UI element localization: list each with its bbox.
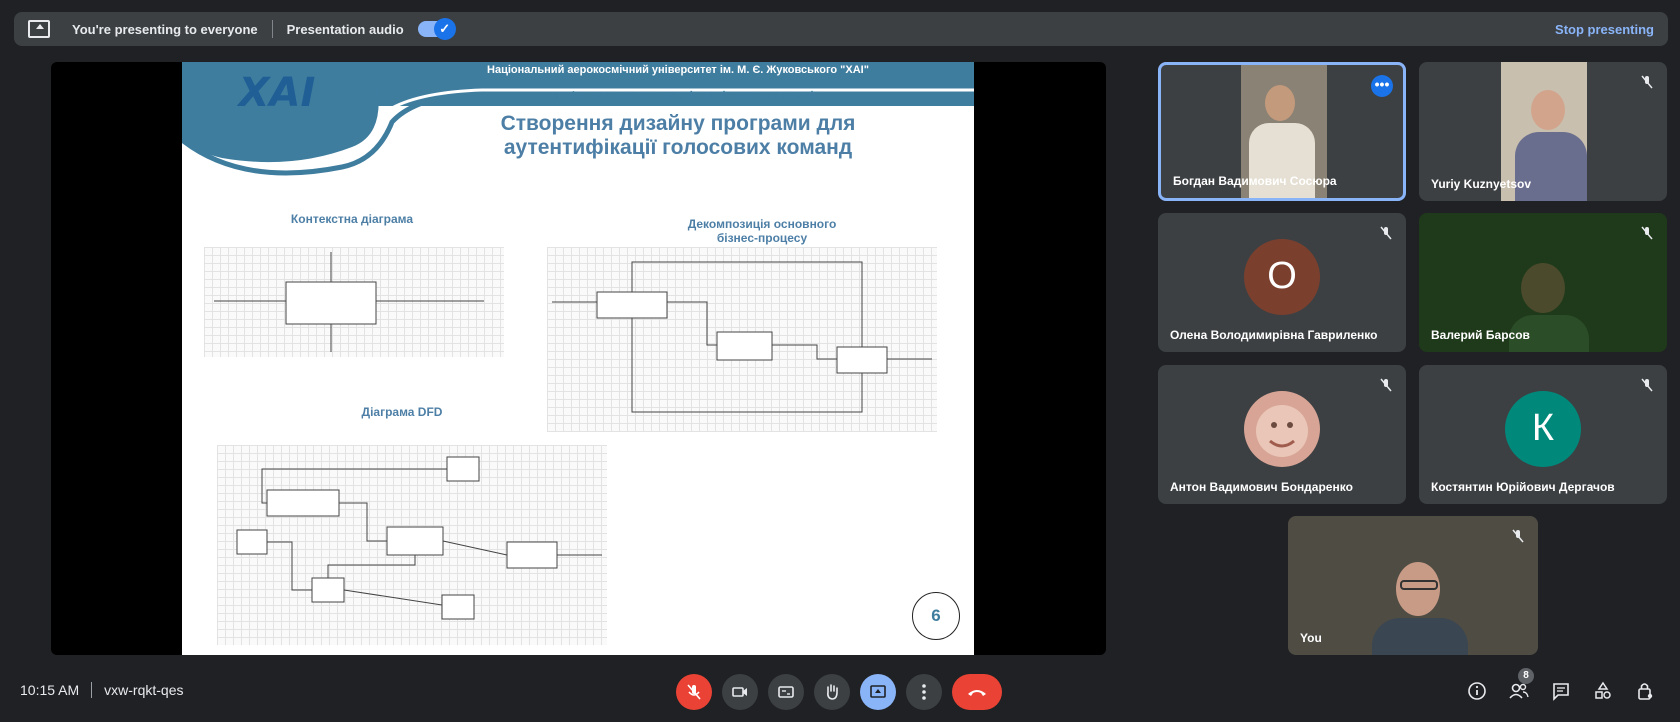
presentation-slide: ХАІ Національний аерокосмічний університ…	[182, 62, 974, 655]
profile-photo-icon	[1256, 404, 1308, 457]
mic-off-icon	[1380, 226, 1392, 240]
header-wave-shape	[182, 62, 974, 176]
more-options-icon[interactable]: •••	[1371, 75, 1393, 97]
participant-video	[1509, 263, 1589, 352]
toggle-mic-button[interactable]	[676, 674, 712, 710]
context-diagram	[204, 247, 504, 357]
dfd-label: Діаграма DFD	[361, 405, 443, 419]
dfd-diagram	[217, 445, 607, 645]
avatar: О	[1244, 238, 1320, 315]
lock-person-icon	[1638, 683, 1653, 700]
toggle-camera-button[interactable]	[722, 674, 758, 710]
dfd-diagram-graphic	[236, 456, 602, 620]
presenting-status-text: You're presenting to everyone	[72, 21, 258, 37]
self-view-tile[interactable]: You	[1288, 516, 1538, 655]
hang-up-icon	[968, 690, 986, 696]
context-diagram-label: Контекстна діаграма	[290, 212, 414, 226]
meeting-time: 10:15 AM	[20, 682, 80, 698]
activities-icon	[1595, 681, 1611, 699]
people-count-badge: 8	[1518, 668, 1534, 684]
decomposition-diagram-graphic	[552, 261, 932, 413]
participant-video	[1501, 62, 1587, 201]
participant-name: Антон Вадимович Бондаренко	[1170, 480, 1353, 494]
meeting-details-button[interactable]	[1466, 680, 1488, 702]
university-name: Національний аерокосмічний університет і…	[487, 64, 869, 76]
mic-off-icon	[1641, 378, 1653, 392]
stop-presenting-button[interactable]: Stop presenting	[1555, 21, 1654, 37]
university-logo: ХАІ	[238, 70, 316, 116]
participant-name: Валерий Барсов	[1431, 328, 1530, 342]
meeting-info: 10:15 AM vxw-rqkt-qes	[20, 682, 184, 698]
participant-tile[interactable]: ••• Богдан Вадимович Сосюра	[1158, 62, 1406, 201]
mic-off-icon	[1380, 378, 1392, 392]
leave-call-button[interactable]	[952, 674, 1002, 710]
participant-name: Богдан Вадимович Сосюра	[1173, 174, 1337, 188]
chat-button[interactable]	[1550, 680, 1572, 702]
participant-video	[1241, 65, 1327, 198]
people-button[interactable]: 8	[1508, 668, 1534, 702]
context-diagram-graphic	[214, 252, 484, 352]
activities-button[interactable]	[1592, 680, 1614, 702]
mic-off-icon	[1641, 75, 1653, 89]
people-icon	[1509, 683, 1529, 699]
participant-name: Yuriy Kuznyetsov	[1431, 177, 1532, 191]
slide-header-curve	[182, 62, 974, 176]
mic-off-icon	[687, 684, 701, 700]
more-vert-icon	[922, 684, 926, 700]
video-camera-icon	[732, 687, 747, 697]
divider	[91, 682, 93, 698]
present-now-button[interactable]	[860, 674, 896, 710]
host-controls-button[interactable]	[1634, 680, 1656, 702]
avatar	[1244, 390, 1320, 467]
present-screen-icon	[870, 685, 886, 698]
participant-tile[interactable]: Валерий Барсов	[1419, 213, 1667, 352]
avatar: К	[1505, 390, 1581, 467]
info-icon	[1468, 682, 1486, 700]
meeting-code: vxw-rqkt-qes	[104, 682, 184, 698]
department-name: Кафедра Систем управління літальних апар…	[555, 90, 821, 102]
slide-title-line1: Створення дизайну програми для	[500, 112, 856, 135]
participant-tile[interactable]: Yuriy Kuznyetsov	[1419, 62, 1667, 201]
participant-name: You	[1300, 631, 1322, 645]
raise-hand-button[interactable]	[814, 674, 850, 710]
bottom-control-bar: 10:15 AM vxw-rqkt-qes 8	[0, 660, 1680, 722]
presentation-audio-toggle[interactable]: ✓	[417, 18, 456, 40]
self-video	[1368, 562, 1478, 655]
slide-page-number: 6	[912, 592, 960, 640]
presenting-bar: You're presenting to everyone Presentati…	[14, 12, 1668, 46]
participant-tile[interactable]: Антон Вадимович Бондаренко	[1158, 365, 1406, 504]
presentation-audio-label: Presentation audio	[286, 21, 404, 37]
hand-icon	[827, 684, 838, 700]
divider	[271, 20, 273, 38]
mic-off-icon	[1512, 529, 1524, 543]
captions-icon	[778, 686, 794, 698]
more-options-button[interactable]	[906, 674, 942, 710]
decomposition-diagram	[547, 247, 937, 432]
present-screen-icon	[28, 20, 50, 38]
decomposition-label: Декомпозиція основного бізнес-процесу	[642, 217, 882, 245]
participant-tile[interactable]: К Костянтин Юрійович Дергачов	[1419, 365, 1667, 504]
participant-name: Костянтин Юрійович Дергачов	[1431, 480, 1615, 494]
mic-off-icon	[1641, 226, 1653, 240]
decomposition-label-line2: бізнес-процесу	[716, 231, 808, 245]
slide-title-line2: аутентифікації голосових команд	[503, 136, 853, 159]
chat-icon	[1553, 683, 1569, 701]
decomposition-label-line1: Декомпозиція основного	[687, 217, 837, 231]
slide-title: Створення дизайну програми для аутентифі…	[382, 112, 974, 160]
captions-button[interactable]	[768, 674, 804, 710]
participant-tile[interactable]: О Олена Володимирівна Гавриленко	[1158, 213, 1406, 352]
check-icon: ✓	[433, 18, 456, 40]
participant-name: Олена Володимирівна Гавриленко	[1170, 328, 1378, 342]
